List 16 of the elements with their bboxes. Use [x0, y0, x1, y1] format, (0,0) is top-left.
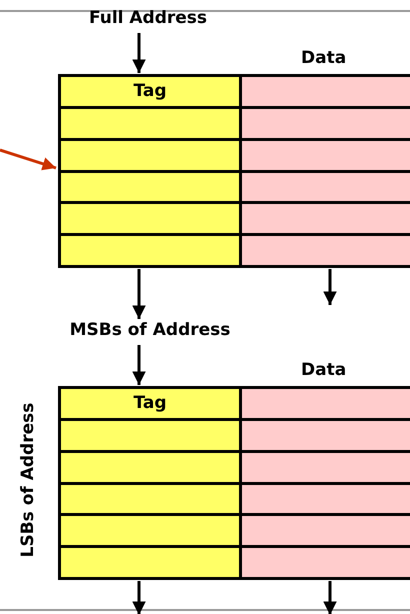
arrow: [132, 345, 146, 385]
column-heading: Data: [301, 48, 346, 68]
column-heading: Data: [301, 360, 346, 380]
arrow: [0, 148, 56, 170]
column-heading: Tag: [133, 393, 167, 413]
arrow: [323, 581, 337, 614]
arrow: [132, 581, 146, 614]
arrow: [323, 269, 337, 305]
tag-column: [58, 386, 242, 580]
address-label: LSBs of Address: [18, 402, 38, 558]
address-label: MSBs of Address: [45, 320, 255, 340]
address-label: Full Address: [78, 8, 218, 28]
tag-column: [58, 74, 242, 268]
arrow: [132, 33, 146, 73]
column-heading: Tag: [133, 81, 167, 101]
arrow: [132, 269, 146, 319]
